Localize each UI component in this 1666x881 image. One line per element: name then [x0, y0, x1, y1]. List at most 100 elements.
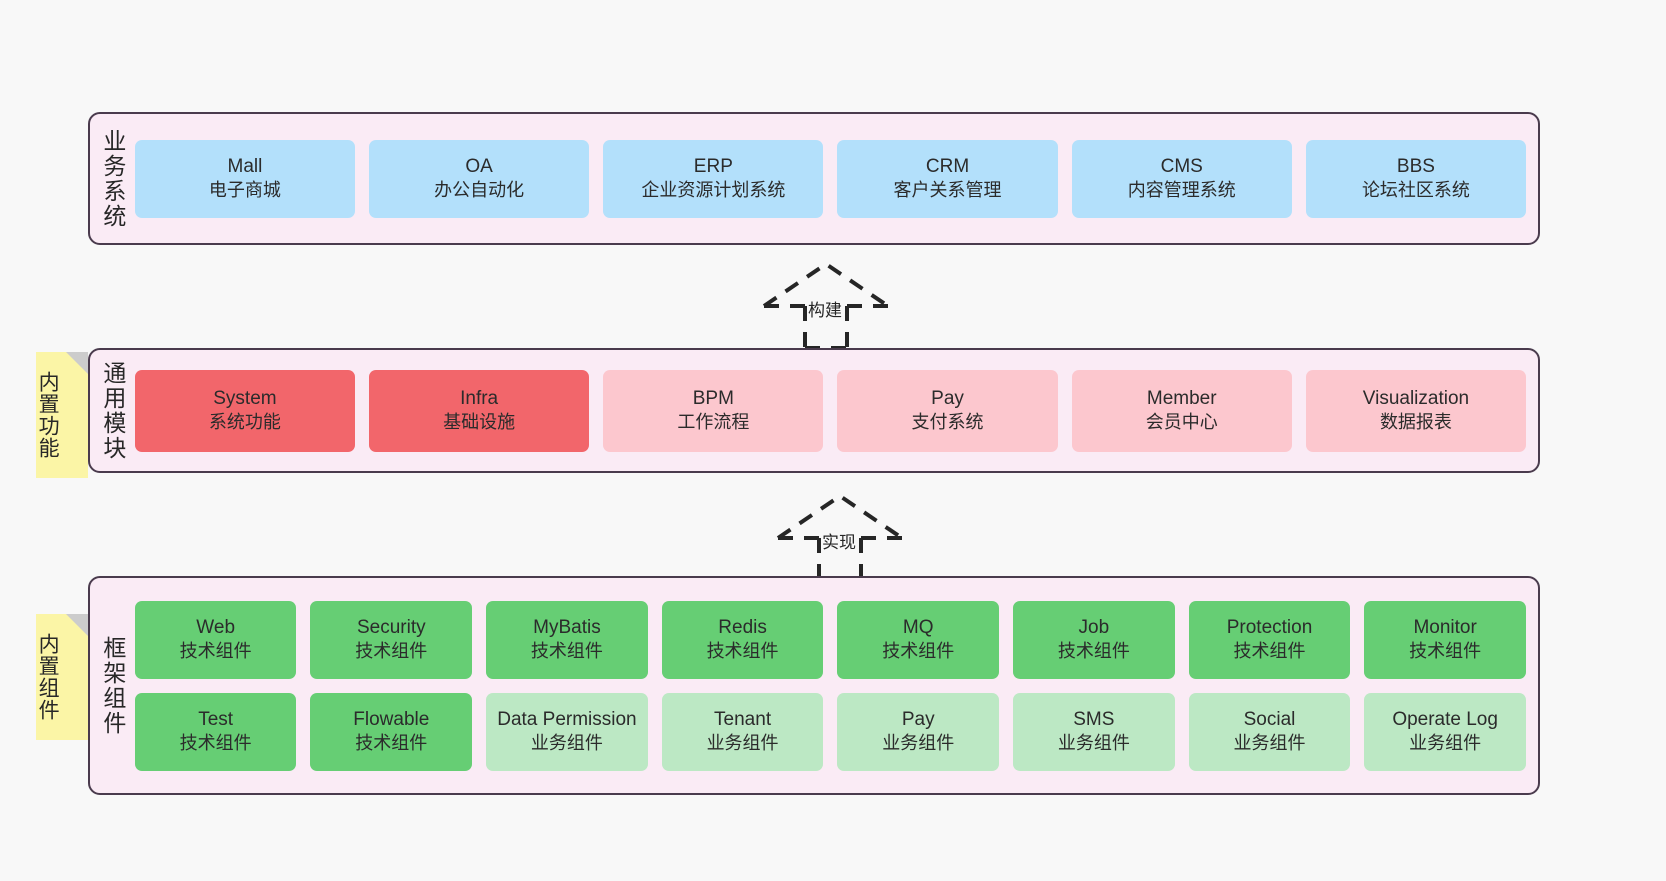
framework-box-pay[interactable]: Pay 业务组件 — [837, 692, 1000, 771]
business-box-mall-en: Mall — [227, 155, 263, 177]
business-box-mall-cn: 电子商城 — [208, 180, 281, 201]
framework-box-flowable-cn: 技术组件 — [355, 733, 428, 754]
module-box-visualization-en: Visualization — [1362, 387, 1470, 409]
framework-box-flowable-en: Flowable — [353, 708, 430, 730]
framework-box-web[interactable]: Web 技术组件 — [134, 600, 297, 679]
module-box-member[interactable]: Member 会员中心 — [1071, 369, 1292, 452]
business-box-erp[interactable]: ERP 企业资源计划系统 — [603, 139, 824, 218]
module-box-bpm-cn: 工作流程 — [677, 412, 750, 433]
framework-box-mq[interactable]: MQ 技术组件 — [837, 600, 1000, 679]
framework-box-flowable[interactable]: Flowable 技术组件 — [310, 692, 473, 771]
framework-box-operate-log[interactable]: Operate Log 业务组件 — [1364, 692, 1526, 771]
framework-box-data-permission-en: Data Permission — [497, 708, 637, 730]
business-box-erp-cn: 企业资源计划系统 — [641, 180, 786, 201]
framework-box-data-permission[interactable]: Data Permission 业务组件 — [486, 692, 648, 771]
module-box-pay-cn: 支付系统 — [911, 412, 984, 433]
business-box-cms-cn: 内容管理系统 — [1127, 180, 1236, 201]
framework-box-security[interactable]: Security 技术组件 — [310, 600, 473, 679]
framework-box-test[interactable]: Test 技术组件 — [134, 692, 297, 771]
business-box-mall[interactable]: Mall 电子商城 — [134, 139, 356, 218]
framework-box-test-en: Test — [198, 708, 234, 730]
implement-arrow: 实现 — [766, 490, 926, 582]
framework-box-monitor-en: Monitor — [1413, 616, 1477, 638]
framework-box-job[interactable]: Job 技术组件 — [1013, 600, 1175, 679]
business-box-erp-en: ERP — [693, 155, 733, 177]
layer-common-modules: 通用模块 System 系统功能 Infra 基础设施 BPM 工作流程 Pay… — [88, 348, 1540, 473]
note-builtin-component: 内置组件 — [36, 614, 88, 740]
framework-box-sms[interactable]: SMS 业务组件 — [1013, 692, 1175, 771]
business-box-oa[interactable]: OA 办公自动化 — [369, 139, 590, 218]
layer-common-modules-title: 通用模块 — [99, 360, 126, 461]
note-fold-corner-icon — [66, 352, 88, 374]
framework-box-tenant-en: Tenant — [714, 708, 772, 730]
framework-box-tenant[interactable]: Tenant 业务组件 — [661, 692, 824, 771]
module-box-member-cn: 会员中心 — [1145, 412, 1218, 433]
build-arrow: 构建 — [752, 258, 912, 350]
business-box-cms-en: CMS — [1160, 155, 1203, 177]
module-box-visualization[interactable]: Visualization 数据报表 — [1305, 369, 1527, 452]
framework-box-redis-en: Redis — [718, 616, 767, 638]
business-box-oa-en: OA — [465, 155, 493, 177]
layer-common-modules-items: System 系统功能 Infra 基础设施 BPM 工作流程 Pay 支付系统… — [131, 350, 1538, 471]
business-box-crm-cn: 客户关系管理 — [893, 180, 1002, 201]
module-box-pay-en: Pay — [931, 387, 964, 409]
note-builtin-component-text: 内置组件 — [36, 633, 60, 721]
business-box-bbs-en: BBS — [1396, 155, 1435, 177]
framework-box-monitor-cn: 技术组件 — [1409, 641, 1482, 662]
layer-framework-components-items: Web 技术组件 Security 技术组件 MyBatis 技术组件 Redi… — [131, 578, 1538, 793]
business-box-oa-cn: 办公自动化 — [434, 180, 525, 201]
framework-box-job-en: Job — [1078, 616, 1110, 638]
implement-arrow-label: 实现 — [822, 533, 856, 552]
module-box-pay[interactable]: Pay 支付系统 — [837, 369, 1058, 452]
note-fold-corner-icon — [66, 614, 88, 636]
framework-box-mq-cn: 技术组件 — [882, 641, 955, 662]
framework-row-technical: Web 技术组件 Security 技术组件 MyBatis 技术组件 Redi… — [134, 600, 1526, 679]
framework-box-job-cn: 技术组件 — [1057, 641, 1130, 662]
framework-box-sms-en: SMS — [1073, 708, 1115, 730]
layer-business-system-title: 业务系统 — [99, 128, 126, 229]
framework-box-web-en: Web — [196, 616, 236, 638]
module-box-infra[interactable]: Infra 基础设施 — [369, 369, 590, 452]
framework-box-data-permission-cn: 业务组件 — [530, 733, 603, 754]
module-box-system-cn: 系统功能 — [208, 412, 281, 433]
note-builtin-function: 内置功能 — [36, 352, 88, 478]
framework-box-redis[interactable]: Redis 技术组件 — [661, 600, 824, 679]
module-box-infra-en: Infra — [460, 387, 499, 409]
module-box-system[interactable]: System 系统功能 — [134, 369, 356, 452]
module-box-system-en: System — [213, 387, 277, 409]
module-box-bpm[interactable]: BPM 工作流程 — [603, 369, 824, 452]
business-box-cms[interactable]: CMS 内容管理系统 — [1071, 139, 1292, 218]
module-box-bpm-en: BPM — [692, 387, 734, 409]
framework-box-protection[interactable]: Protection 技术组件 — [1188, 600, 1351, 679]
module-box-visualization-cn: 数据报表 — [1379, 412, 1452, 433]
framework-box-pay-en: Pay — [901, 708, 935, 730]
business-box-bbs[interactable]: BBS 论坛社区系统 — [1305, 139, 1527, 218]
framework-box-mq-en: MQ — [902, 616, 934, 638]
business-box-crm-en: CRM — [925, 155, 970, 177]
framework-box-operate-log-en: Operate Log — [1392, 708, 1498, 730]
module-box-infra-cn: 基础设施 — [443, 412, 516, 433]
layer-framework-components-title: 框架组件 — [99, 635, 126, 736]
framework-box-test-cn: 技术组件 — [179, 733, 252, 754]
layer-framework-components: 框架组件 Web 技术组件 Security 技术组件 MyBatis 技术组件… — [88, 576, 1540, 795]
build-arrow-label: 构建 — [808, 301, 842, 320]
layer-business-system: 业务系统 Mall 电子商城 OA 办公自动化 ERP 企业资源计划系统 CRM… — [88, 112, 1540, 245]
framework-box-social[interactable]: Social 业务组件 — [1188, 692, 1351, 771]
framework-box-monitor[interactable]: Monitor 技术组件 — [1364, 600, 1526, 679]
framework-box-security-en: Security — [356, 616, 426, 638]
framework-box-mybatis-cn: 技术组件 — [530, 641, 603, 662]
framework-box-social-en: Social — [1243, 708, 1296, 730]
business-box-bbs-cn: 论坛社区系统 — [1361, 180, 1470, 201]
framework-box-redis-cn: 技术组件 — [706, 641, 779, 662]
framework-box-tenant-cn: 业务组件 — [706, 733, 779, 754]
business-box-crm[interactable]: CRM 客户关系管理 — [837, 139, 1058, 218]
framework-box-operate-log-cn: 业务组件 — [1409, 733, 1482, 754]
framework-box-sms-cn: 业务组件 — [1057, 733, 1130, 754]
framework-box-web-cn: 技术组件 — [179, 641, 252, 662]
framework-box-protection-cn: 技术组件 — [1233, 641, 1306, 662]
framework-box-mybatis[interactable]: MyBatis 技术组件 — [486, 600, 648, 679]
framework-row-business: Test 技术组件 Flowable 技术组件 Data Permission … — [134, 692, 1526, 771]
note-builtin-function-text: 内置功能 — [36, 371, 60, 459]
framework-box-pay-cn: 业务组件 — [882, 733, 955, 754]
